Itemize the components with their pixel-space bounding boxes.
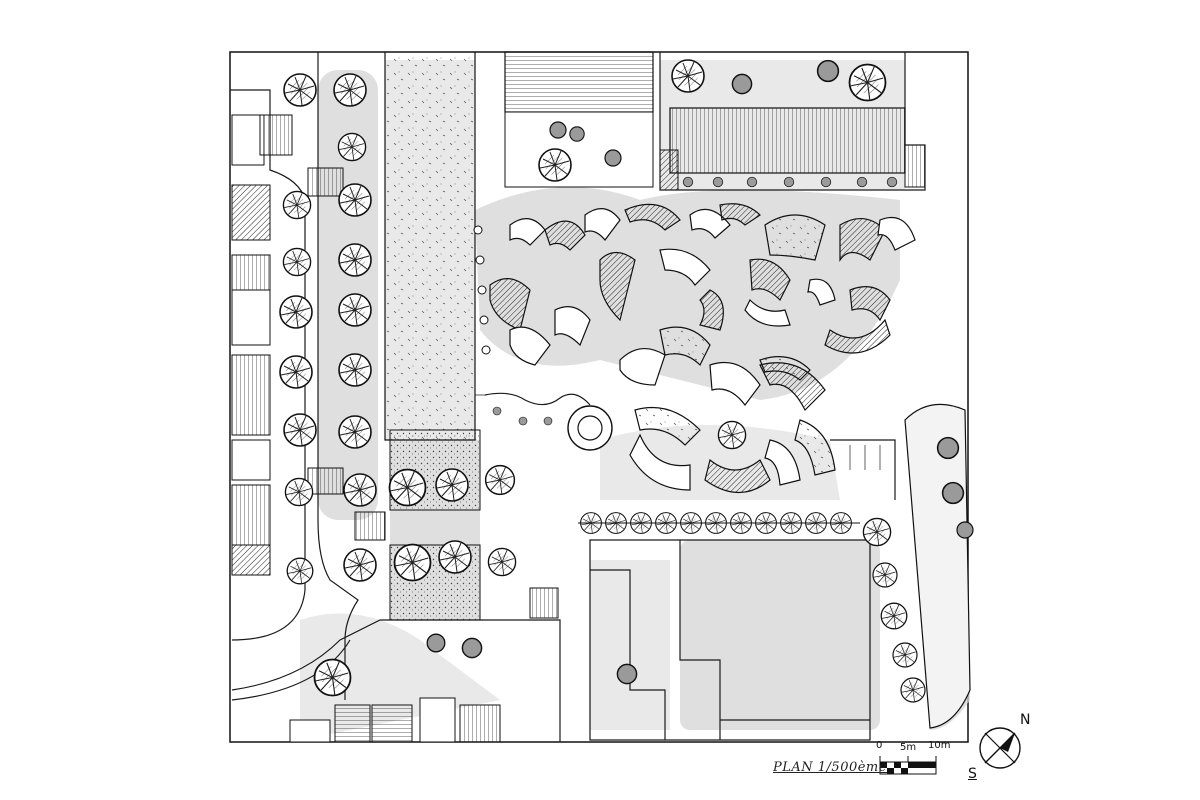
lamp-posts bbox=[473, 225, 491, 355]
hedge-row bbox=[578, 512, 860, 534]
scale-bar bbox=[879, 756, 937, 775]
scale-tick-10m: 10m bbox=[928, 740, 951, 751]
bottom-buildings bbox=[289, 697, 501, 743]
left-buildings bbox=[231, 114, 559, 619]
winding-path bbox=[484, 392, 591, 406]
promenade-strip bbox=[384, 51, 476, 441]
plan-title: PLAN 1/500ème bbox=[773, 760, 887, 775]
scale-tick-0: 0 bbox=[876, 740, 883, 751]
top-buildings bbox=[504, 51, 926, 191]
compass-north-label: N bbox=[1020, 712, 1031, 728]
compass-south-label: S bbox=[968, 766, 977, 782]
left-street bbox=[230, 52, 561, 742]
compass-rose bbox=[979, 727, 1021, 769]
scale-tick-5m: 5m bbox=[900, 742, 917, 753]
garden-pavilions bbox=[489, 203, 916, 493]
